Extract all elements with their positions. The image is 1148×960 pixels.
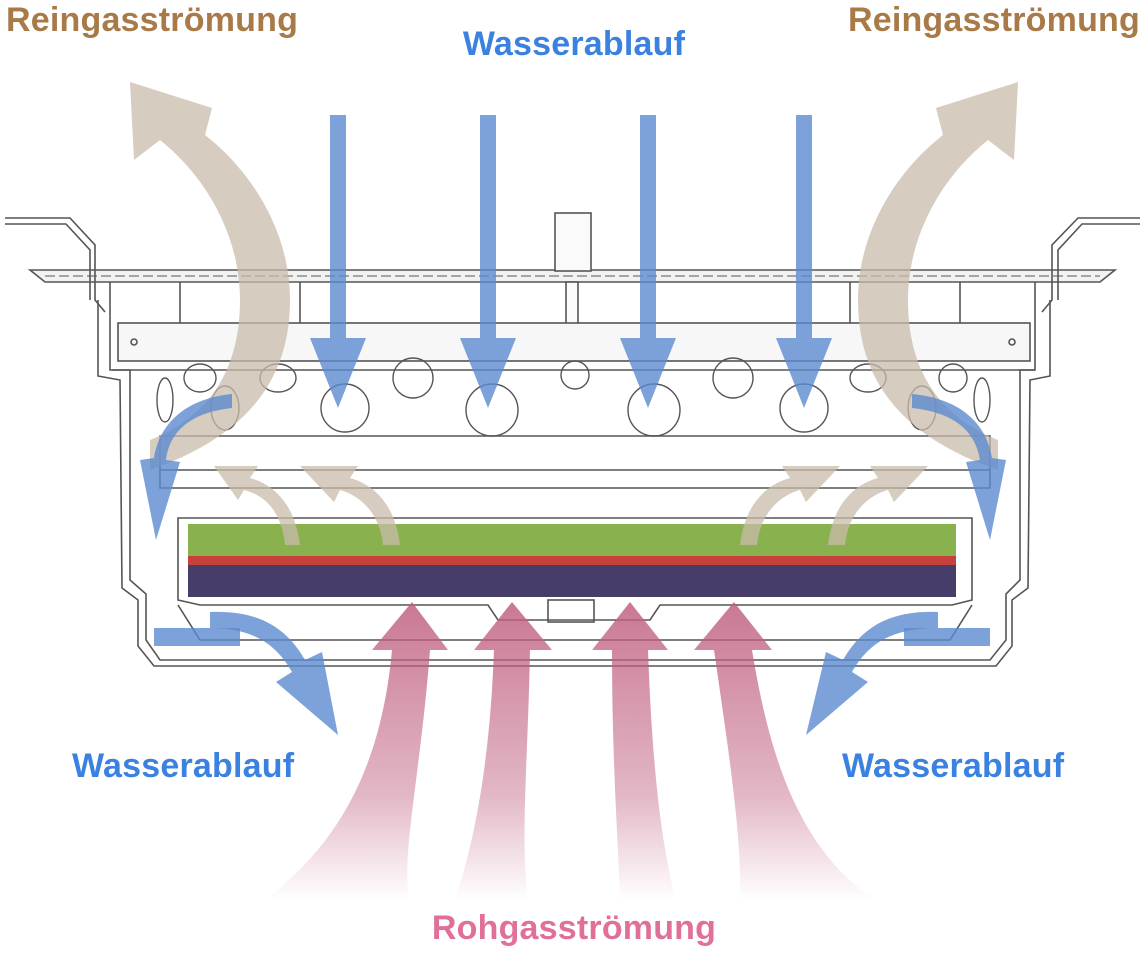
water-drain-label-top: Wasserablauf [462,25,686,63]
water-arrow-curl-right [912,394,1006,540]
clean-gas-label-right: Reingasströmung [847,1,1140,39]
raw-gas-arrow-4 [694,602,875,900]
water-arrow-down-2 [460,115,516,408]
raw-gas-arrow-3 [592,602,676,900]
clean-gas-small-arrow-3 [740,466,840,545]
clean-gas-arrows [130,82,1018,545]
water-drain-right [904,628,990,646]
clean-gas-arrow-left [130,82,290,470]
water-drain-left [154,628,240,646]
clean-gas-small-arrow-4 [828,466,928,545]
filter-media [188,524,956,597]
water-arrow-down-4 [776,115,832,408]
clean-gas-small-arrow-1 [214,466,300,545]
clean-gas-label-left: Reingasströmung [6,1,299,39]
raw-gas-arrows [265,602,875,900]
water-arrow-curl-left [140,394,232,540]
outer-tub [112,369,1035,661]
upper-box [109,282,1036,371]
clean-gas-small-arrow-2 [300,466,400,545]
left-handle [5,217,106,313]
water-arrows-top [310,115,832,408]
layer-purple [188,565,956,597]
raw-gas-arrow-1 [265,602,448,900]
right-handle [1041,217,1140,313]
water-drain-label-left: Wasserablauf [72,747,295,785]
clean-gas-arrow-right [858,82,1018,470]
layer-red [188,556,956,565]
water-drain-label-right: Wasserablauf [842,747,1065,785]
inner-shelf [159,435,991,489]
raw-gas-label: Rohgasströmung [431,909,717,947]
water-arrow-down-1 [310,115,366,408]
water-arrow-out-right [806,611,938,735]
raw-gas-arrow-2 [455,602,552,900]
center-post [554,212,592,272]
water-arrow-out-left [210,611,338,735]
water-arrow-down-3 [620,115,676,408]
layer-green [188,524,956,556]
water-arrows-side [140,394,1006,735]
